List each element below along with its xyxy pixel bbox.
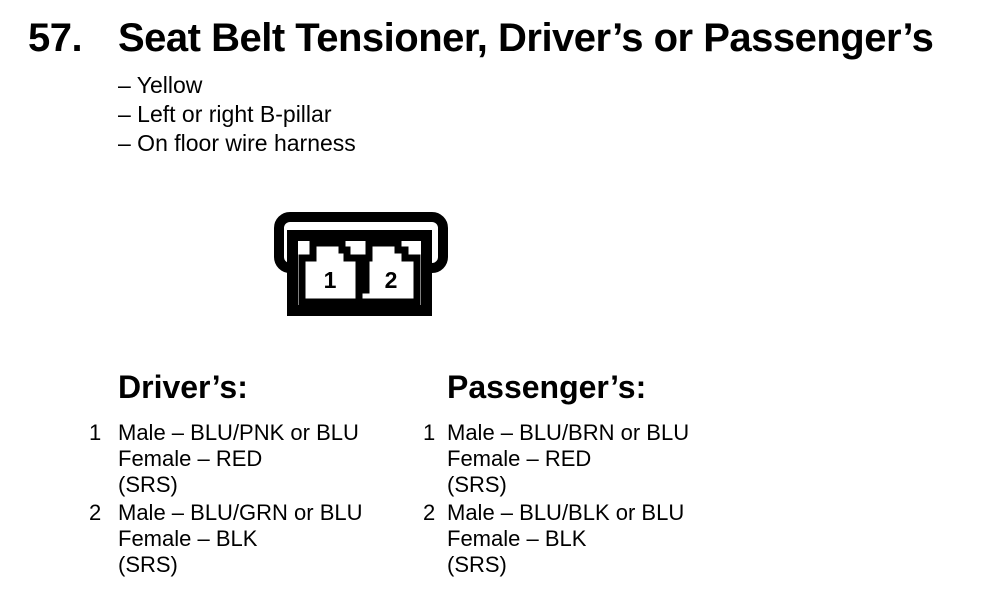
male-wire-line: Male – BLU/BLK or BLU [447, 500, 685, 525]
female-wire-line: Female – BLK [447, 526, 587, 551]
passenger-pin-2: 2 Male – BLU/BLK or BLU Female – BLK (SR… [423, 500, 689, 578]
pin-number: 2 [423, 500, 436, 525]
passenger-pin-1: 1 Male – BLU/BRN or BLU Female – RED (SR… [423, 420, 689, 498]
male-wire-line: Male – BLU/GRN or BLU [118, 500, 363, 525]
bullet-item: – Left or right B-pillar [118, 101, 332, 127]
female-wire-line: Female – RED [118, 446, 263, 471]
driver-pin-list: 1 Male – BLU/PNK or BLU Female – RED (SR… [89, 420, 363, 580]
passenger-heading: Passenger’s: [447, 369, 647, 405]
system-line: (SRS) [118, 472, 178, 497]
pin-wire-info: Male – BLU/BRN or BLU Female – RED (SRS) [447, 420, 689, 498]
item-number: 57. [28, 16, 83, 60]
driver-pin-2: 2 Male – BLU/GRN or BLU Female – BLK (SR… [89, 500, 363, 578]
driver-pin-1: 1 Male – BLU/PNK or BLU Female – RED (SR… [89, 420, 363, 498]
male-wire-line: Male – BLU/PNK or BLU [118, 420, 359, 445]
pin-wire-info: Male – BLU/BLK or BLU Female – BLK (SRS) [447, 500, 684, 578]
pin-wire-info: Male – BLU/GRN or BLU Female – BLK (SRS) [118, 500, 363, 578]
pin-number-1: 1 [324, 267, 337, 293]
male-wire-line: Male – BLU/BRN or BLU [447, 420, 690, 445]
pin-number: 1 [423, 420, 436, 445]
system-line: (SRS) [447, 552, 507, 577]
system-line: (SRS) [447, 472, 507, 497]
female-wire-line: Female – RED [447, 446, 592, 471]
system-line: (SRS) [118, 552, 178, 577]
pin-cavity-1 [298, 239, 363, 306]
pin-number-2: 2 [385, 267, 398, 293]
bullet-list: – Yellow – Left or right B-pillar – On f… [118, 71, 356, 158]
pin-wire-info: Male – BLU/PNK or BLU Female – RED (SRS) [118, 420, 359, 498]
bullet-item: – On floor wire harness [118, 130, 356, 156]
driver-heading: Driver’s: [118, 369, 248, 405]
pin-number: 2 [89, 500, 102, 525]
bullet-item: – Yellow [118, 72, 203, 98]
pin-number: 1 [89, 420, 102, 445]
connector-diagram: 1 2 [274, 212, 448, 316]
page-title: Seat Belt Tensioner, Driver’s or Passeng… [118, 16, 934, 60]
passenger-pin-list: 1 Male – BLU/BRN or BLU Female – RED (SR… [423, 420, 689, 580]
female-wire-line: Female – BLK [118, 526, 258, 551]
pin-cavity-2 [355, 239, 421, 306]
